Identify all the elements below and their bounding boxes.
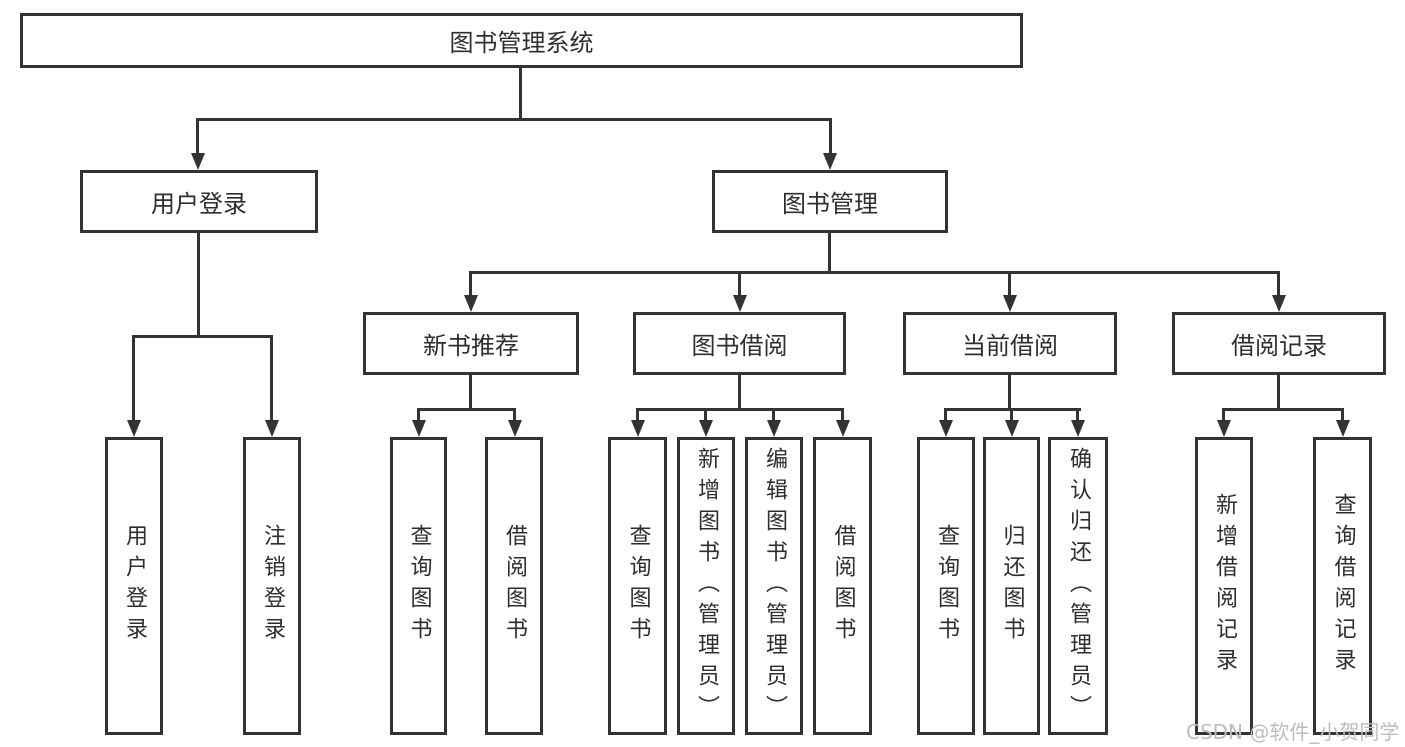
edge-user-login-stem bbox=[197, 233, 200, 335]
edge-new-book-recommend-stem bbox=[469, 375, 472, 411]
arrow-down-icon bbox=[631, 420, 645, 437]
leaf-borrow-books: 借阅图书 bbox=[813, 437, 872, 735]
node-library-management-system: 图书管理系统 bbox=[20, 13, 1023, 68]
edge-drop-leaf bbox=[417, 408, 420, 425]
edge-drop-user-login bbox=[196, 118, 199, 158]
arrow-down-icon bbox=[1336, 420, 1350, 437]
leaf-query-books: 查询图书 bbox=[608, 437, 667, 735]
arrow-down-icon bbox=[699, 420, 713, 437]
node-book-management: 图书管理 bbox=[712, 170, 948, 233]
arrow-down-icon bbox=[823, 153, 837, 170]
edge-drop-leaf bbox=[1341, 408, 1344, 425]
node-new-book-recommend: 新书推荐 bbox=[363, 312, 579, 375]
edge-drop-leaf bbox=[1076, 408, 1079, 425]
arrow-down-icon bbox=[191, 153, 205, 170]
arrow-down-icon bbox=[1003, 295, 1017, 312]
edge-drop-leaf bbox=[1222, 408, 1225, 425]
edge-borrow-records-bus bbox=[1222, 408, 1343, 411]
arrow-down-icon bbox=[1071, 420, 1085, 437]
arrow-down-icon bbox=[733, 295, 747, 312]
edge-drop-leaf bbox=[772, 408, 775, 425]
edge-current-borrow-stem bbox=[1008, 375, 1011, 411]
edge-drop-leaf bbox=[841, 408, 844, 425]
leaf-borrow-books: 借阅图书 bbox=[485, 437, 543, 735]
edge-borrow-records-stem bbox=[1277, 375, 1280, 411]
arrow-down-icon bbox=[265, 420, 279, 437]
leaf-return-book: 归还图书 bbox=[983, 437, 1040, 735]
arrow-down-icon bbox=[1005, 420, 1019, 437]
edge-book-management-stem bbox=[828, 233, 831, 273]
edge-drop-leaf bbox=[944, 408, 947, 425]
edge-level2-bus bbox=[196, 118, 832, 121]
csdn-watermark: CSDN @软件_小贺同学 bbox=[1186, 720, 1400, 744]
arrow-down-icon bbox=[1272, 295, 1286, 312]
arrow-down-icon bbox=[127, 420, 141, 437]
arrow-down-icon bbox=[1217, 420, 1231, 437]
edge-drop-leaf bbox=[513, 408, 516, 425]
edge-drop-leaf bbox=[1010, 408, 1013, 425]
arrow-down-icon bbox=[412, 420, 426, 437]
leaf-query-borrow-record: 查询借阅记录 bbox=[1313, 437, 1372, 735]
leaf-add-borrow-record: 新增借阅记录 bbox=[1195, 437, 1253, 735]
node-user-login: 用户登录 bbox=[80, 170, 318, 233]
edge-drop-leaf bbox=[704, 408, 707, 425]
node-borrow-records: 借阅记录 bbox=[1172, 312, 1386, 375]
arrow-down-icon bbox=[464, 295, 478, 312]
arrow-down-icon bbox=[836, 420, 850, 437]
edge-drop-current-borrow bbox=[1008, 271, 1011, 300]
edge-drop-new-book-recommend bbox=[469, 271, 472, 300]
node-current-borrow: 当前借阅 bbox=[903, 312, 1117, 375]
edge-drop-leaf-logout bbox=[270, 335, 273, 425]
edge-drop-book-management bbox=[829, 118, 832, 158]
leaf-edit-book-admin: 编辑图书（管理员） bbox=[745, 437, 803, 735]
edge-drop-book-borrow bbox=[738, 271, 741, 300]
arrow-down-icon bbox=[508, 420, 522, 437]
arrow-down-icon bbox=[939, 420, 953, 437]
leaf-logout: 注销登录 bbox=[243, 437, 301, 735]
edge-root-stem bbox=[519, 68, 522, 120]
edge-user-login-bus bbox=[132, 335, 273, 338]
node-book-borrow: 图书借阅 bbox=[633, 312, 846, 375]
arrow-down-icon bbox=[767, 420, 781, 437]
edge-book-borrow-stem bbox=[738, 375, 741, 411]
leaf-add-book-admin: 新增图书（管理员） bbox=[677, 437, 735, 735]
leaf-query-books: 查询图书 bbox=[390, 437, 447, 735]
leaf-user-login: 用户登录 bbox=[105, 437, 163, 735]
edge-level3-bus bbox=[469, 271, 1280, 274]
edge-book-borrow-bus bbox=[636, 408, 844, 411]
leaf-confirm-return-admin: 确认归还（管理员） bbox=[1048, 437, 1108, 735]
edge-drop-leaf bbox=[636, 408, 639, 425]
edge-new-book-recommend-bus bbox=[417, 408, 516, 411]
edge-drop-leaf-user-login bbox=[132, 335, 135, 425]
edge-drop-borrow-records bbox=[1277, 271, 1280, 300]
leaf-query-books: 查询图书 bbox=[917, 437, 975, 735]
